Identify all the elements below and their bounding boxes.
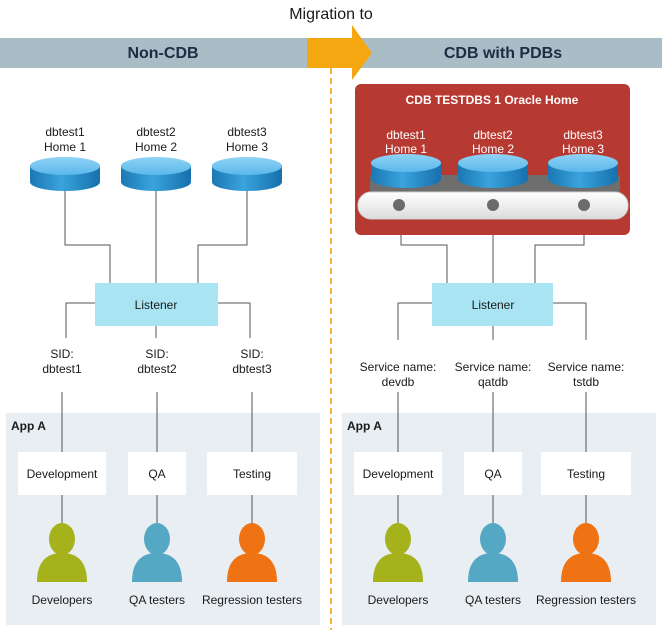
database-icon xyxy=(548,154,618,188)
app-label: Testing xyxy=(567,467,605,481)
migration-arrow-shape xyxy=(307,25,372,80)
qa-tester-person-icon-right xyxy=(468,523,518,582)
svg-text:dbtest2: dbtest2 xyxy=(137,362,177,376)
db-home: Home 1 xyxy=(385,142,427,156)
app-label: Testing xyxy=(233,467,271,481)
svg-text:Service name:: Service name: xyxy=(455,360,532,374)
database-left-2: dbtest2 Home 2 xyxy=(121,125,191,191)
app-box-qa-left xyxy=(128,452,186,495)
svg-text:devdb: devdb xyxy=(382,375,415,389)
db-home: Home 2 xyxy=(472,142,514,156)
database-icon xyxy=(30,157,100,191)
app-label: Development xyxy=(363,467,434,481)
developer-person-icon xyxy=(37,523,87,582)
service-right-2: Service name: qatdb xyxy=(455,360,532,389)
db-name: dbtest1 xyxy=(45,125,85,139)
database-icon xyxy=(121,157,191,191)
pdb-connector-dot-1 xyxy=(393,199,405,211)
database-right-2: dbtest2 Home 2 xyxy=(458,128,528,188)
svg-text:SID:: SID: xyxy=(240,347,263,361)
pdb-connector-dot-3 xyxy=(578,199,590,211)
cdb-header: CDB with PDBs xyxy=(444,45,562,62)
app-area-left xyxy=(6,413,320,625)
developer-person-icon-right xyxy=(373,523,423,582)
service-right-1: Service name: devdb xyxy=(360,360,437,389)
app-label: QA xyxy=(484,467,501,481)
database-icon xyxy=(371,154,441,188)
listener-box-right xyxy=(432,283,553,326)
db-name: dbtest1 xyxy=(386,128,426,142)
db-name: dbtest3 xyxy=(227,125,267,139)
database-right-1: dbtest1 Home 1 xyxy=(371,128,441,188)
user-label-qa-testers-right: QA testers xyxy=(465,593,521,607)
svg-text:Service name:: Service name: xyxy=(548,360,625,374)
svg-text:Service name:: Service name: xyxy=(360,360,437,374)
database-right-3: dbtest3 Home 3 xyxy=(548,128,618,188)
app-area-right xyxy=(342,413,656,625)
svg-text:qatdb: qatdb xyxy=(478,375,508,389)
user-label-qa-testers: QA testers xyxy=(129,593,185,607)
db-name: dbtest2 xyxy=(136,125,176,139)
user-label-regression-testers: Regression testers xyxy=(202,593,302,607)
non-cdb-header: Non-CDB xyxy=(127,45,198,62)
qa-tester-person-icon xyxy=(132,523,182,582)
sid-left-1: SID: dbtest1 xyxy=(42,347,82,376)
app-box-qa-right xyxy=(464,452,522,495)
db-home: Home 2 xyxy=(135,140,177,154)
migration-label: Migration to xyxy=(289,6,373,23)
db-home: Home 3 xyxy=(562,142,604,156)
listener-box-left xyxy=(95,283,218,326)
app-box-testing-left xyxy=(207,452,297,495)
listener-label-left: Listener xyxy=(135,298,178,312)
app-box-development-left xyxy=(18,452,106,495)
user-label-regression-testers-right: Regression testers xyxy=(536,593,636,607)
database-icon xyxy=(212,157,282,191)
database-left-3: dbtest3 Home 3 xyxy=(212,125,282,191)
svg-text:SID:: SID: xyxy=(50,347,73,361)
regression-tester-person-icon xyxy=(227,523,277,582)
cdb-title: CDB TESTDBS 1 Oracle Home xyxy=(406,93,579,107)
listener-label-right: Listener xyxy=(472,298,515,312)
sid-left-2: SID: dbtest2 xyxy=(137,347,177,376)
user-label-developers-right: Developers xyxy=(368,593,429,607)
app-box-testing-right xyxy=(541,452,631,495)
svg-text:dbtest3: dbtest3 xyxy=(232,362,272,376)
regression-tester-person-icon-right xyxy=(561,523,611,582)
user-label-developers: Developers xyxy=(32,593,93,607)
service-right-3: Service name: tstdb xyxy=(548,360,625,389)
sid-left-3: SID: dbtest3 xyxy=(232,347,272,376)
pdb-connector-dot-2 xyxy=(487,199,499,211)
app-a-label-left: App A xyxy=(11,419,46,433)
db-home: Home 1 xyxy=(44,140,86,154)
app-a-label-right: App A xyxy=(347,419,382,433)
database-left-1: dbtest1 Home 1 xyxy=(30,125,100,191)
svg-text:dbtest1: dbtest1 xyxy=(42,362,82,376)
db-name: dbtest2 xyxy=(473,128,513,142)
db-name: dbtest3 xyxy=(563,128,603,142)
database-icon xyxy=(458,154,528,188)
svg-text:tstdb: tstdb xyxy=(573,375,599,389)
app-box-development-right xyxy=(354,452,442,495)
svg-text:SID:: SID: xyxy=(145,347,168,361)
app-label: QA xyxy=(148,467,165,481)
db-home: Home 3 xyxy=(226,140,268,154)
app-label: Development xyxy=(27,467,98,481)
